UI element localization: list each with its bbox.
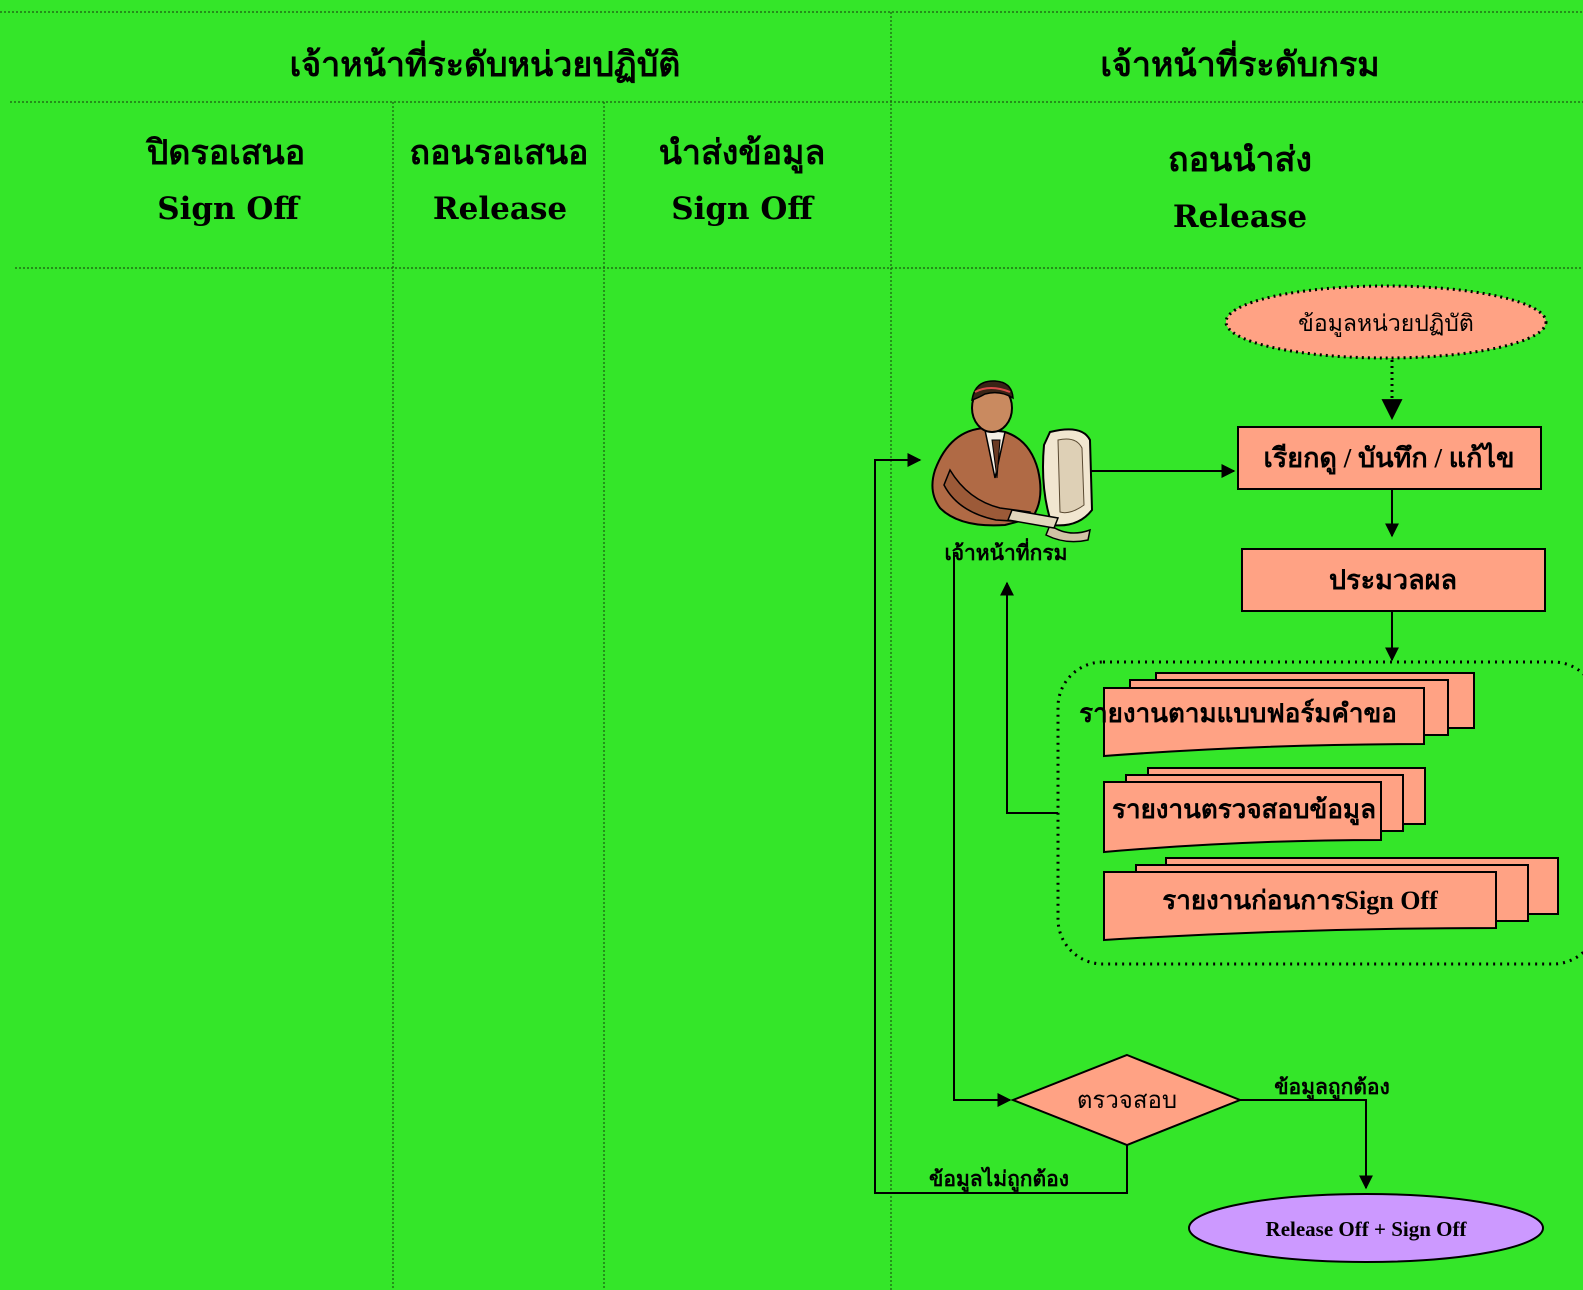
column-header-release-1: ถอนรอเสนอ Release (410, 133, 589, 227)
officer-to-check-connector (953, 552, 1012, 1107)
column-english-label: Release (1173, 199, 1307, 235)
department-level-header: เจ้าหน้าที่ระดับกรม (1100, 40, 1379, 85)
report-doc-front (1103, 871, 1497, 942)
column-thai-label: ถอนนำส่ง (1168, 140, 1312, 180)
input-data-node: ข้อมูลหน่วยปฏิบัติ (1224, 284, 1548, 360)
column-english-label: Release (433, 191, 567, 227)
report-doc-front (1103, 781, 1382, 854)
final-terminal-label: Release Off + Sign Off (1266, 1217, 1468, 1241)
column-header-signoff-1: ปิดรอเสนอ Sign Off (145, 133, 305, 227)
check-decision-node: ตรวจสอบ (1010, 1053, 1243, 1147)
data-correct-label: ข้อมูลถูกต้อง (1274, 1075, 1390, 1101)
check-correct-connector (1240, 1099, 1373, 1190)
report-data-check-label: รายงานตรวจสอบข้อมูล (1112, 795, 1376, 826)
process-label: ประมวลผล (1329, 565, 1457, 595)
report-pre-signoff-label: รายงานก่อนการSign Off (1162, 886, 1438, 915)
check-incorrect-connector (874, 453, 1128, 1194)
report-pre-signoff-node (1103, 857, 1559, 942)
officer-label: เจ้าหน้าที่กรม (945, 537, 1068, 565)
check-label: ตรวจสอบ (1077, 1088, 1177, 1114)
column-header-release-2: ถอนนำส่ง Release (1168, 140, 1312, 235)
input-data-ellipse (1224, 284, 1548, 360)
view-edit-box (1237, 426, 1542, 490)
report-request-form-label: รายงานตามแบบฟอร์มคำขอ (1079, 698, 1397, 728)
column-thai-label: นำส่งข้อมูล (659, 133, 826, 174)
final-terminal-ellipse (1188, 1193, 1544, 1263)
process-node: ประมวลผล (1241, 548, 1546, 612)
process-box (1241, 548, 1546, 612)
view-edit-node: เรียกดู / บันทึก / แก้ไข (1237, 426, 1542, 490)
column-header-signoff-2: นำส่งข้อมูล Sign Off (659, 133, 826, 227)
column-english-label: Sign Off (157, 191, 301, 227)
column-thai-label: ถอนรอเสนอ (410, 133, 589, 173)
reports-to-officer-connector (1000, 581, 1058, 814)
report-doc-front (1103, 687, 1425, 758)
column-thai-label: ปิดรอเสนอ (145, 133, 305, 173)
view-edit-label: เรียกดู / บันทึก / แก้ไข (1264, 442, 1515, 475)
input-data-label: ข้อมูลหน่วยปฏิบัติ (1298, 311, 1474, 337)
column-english-label: Sign Off (671, 191, 815, 227)
unit-level-header: เจ้าหน้าที่ระดับหน่วยปฏิบัติ (290, 40, 681, 85)
office-worker-computer-icon (931, 380, 1094, 543)
lane-grid (0, 11, 1583, 1290)
report-request-form-node (1103, 672, 1475, 758)
final-terminal-node: Release Off + Sign Off (1188, 1193, 1544, 1263)
report-data-check-node (1103, 767, 1426, 854)
data-incorrect-label: ข้อมูลไม่ถูกต้อง (929, 1166, 1069, 1193)
